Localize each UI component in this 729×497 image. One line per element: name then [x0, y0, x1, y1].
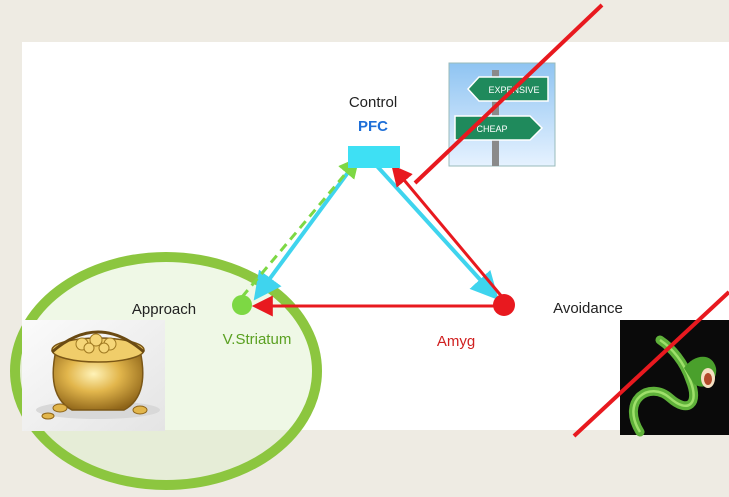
approach-label: Approach — [132, 301, 196, 318]
amygdala-label: Amyg — [437, 333, 475, 350]
pfc-label: PFC — [358, 118, 388, 135]
amygdala-node — [493, 294, 515, 316]
avoidance-label: Avoidance — [553, 300, 623, 317]
strike-line-bottom — [572, 290, 729, 438]
control-label: Control — [349, 94, 397, 111]
road-sign-icon: EXPENSIVE CHEAP — [448, 62, 556, 167]
striatum-node — [232, 295, 252, 315]
pfc-node — [348, 146, 400, 168]
pfc-to-striatum-arrow — [253, 161, 357, 301]
strike-line-top — [413, 3, 604, 185]
sign-cheap-text: CHEAP — [476, 124, 507, 134]
striatum-label: V.Striatum — [223, 331, 292, 348]
amygdala-to-pfc-arrow — [391, 164, 505, 299]
pot-of-gold-icon — [22, 320, 165, 431]
